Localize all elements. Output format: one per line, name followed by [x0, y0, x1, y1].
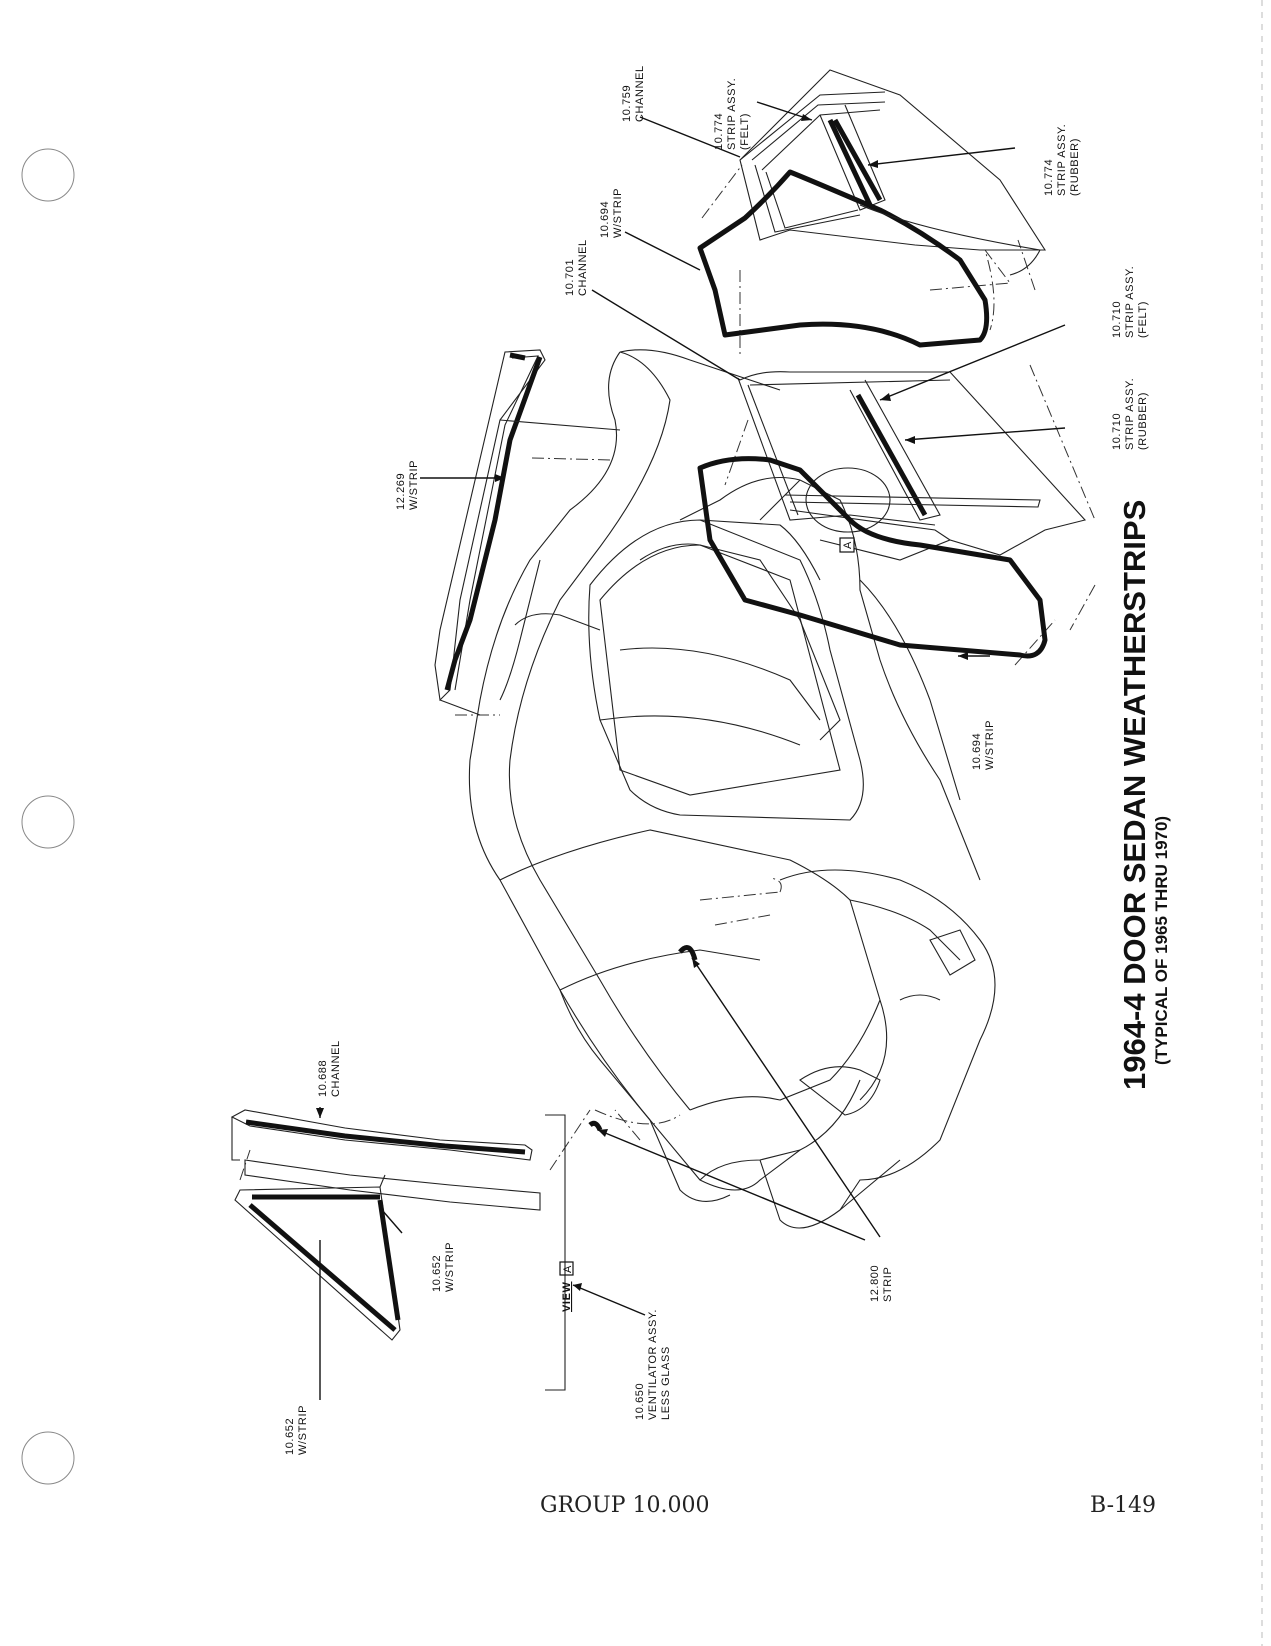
leader-lines	[319, 101, 1066, 1400]
callout-text: W/STRIP	[297, 1405, 309, 1455]
callout-10650-ventilator: 10.650 VENTILATOR ASSY. LESS GLASS	[634, 1309, 672, 1420]
title-main: 1964-4 DOOR SEDAN WEATHERSTRIPS	[1117, 500, 1152, 1090]
callout-text: STRIP ASSY.	[726, 78, 738, 150]
callout-text: STRIP ASSY.	[1056, 124, 1068, 196]
callout-text: (RUBBER)	[1137, 392, 1149, 450]
callout-text: VENTILATOR ASSY.	[647, 1309, 659, 1420]
callout-number: 10.694	[599, 201, 611, 238]
callout-text: (FELT)	[739, 113, 751, 150]
assembly-lines	[239, 164, 1096, 1181]
callout-text: STRIP	[882, 1267, 894, 1302]
callout-10652-left: 10.652 W/STRIP	[284, 1405, 309, 1455]
callout-10710-rubber: 10.710 STRIP ASSY. (RUBBER)	[1111, 378, 1149, 450]
footer-group: GROUP 10.000	[540, 1493, 710, 1518]
callout-number: 10.710	[1111, 413, 1123, 450]
svg-text:A: A	[562, 1265, 574, 1273]
callout-number: 10.701	[564, 259, 576, 296]
callout-text: (RUBBER)	[1069, 138, 1081, 196]
callout-number: 10.710	[1111, 301, 1123, 338]
callout-text: CHANNEL	[634, 65, 646, 122]
footer-page-number: B-149	[1090, 1493, 1156, 1518]
callout-text: W/STRIP	[984, 720, 996, 770]
callout-number: 10.652	[431, 1255, 443, 1292]
callout-10652-right: 10.652 W/STRIP	[431, 1242, 456, 1292]
callout-10774-rubber: 10.774 STRIP ASSY. (RUBBER)	[1043, 124, 1081, 196]
callout-10688-channel: 10.688 CHANNEL	[317, 1040, 342, 1097]
callout-number: 10.774	[713, 113, 725, 150]
rear-window-weatherstrip	[434, 349, 621, 716]
callout-text: CHANNEL	[330, 1040, 342, 1097]
callout-10694-lower: 10.694 W/STRIP	[971, 720, 996, 770]
callout-number: 12.800	[869, 1265, 881, 1302]
callout-10774-felt: 10.774 STRIP ASSY. (FELT)	[713, 78, 751, 150]
callout-text: W/STRIP	[444, 1242, 456, 1292]
callout-text: STRIP ASSY.	[1124, 266, 1136, 338]
callout-text: CHANNEL	[577, 239, 589, 296]
car-body	[468, 349, 996, 1229]
binder-holes	[21, 148, 75, 1485]
title-sub: (TYPICAL OF 1965 THRU 1970)	[1152, 816, 1171, 1065]
callout-text: W/STRIP	[612, 188, 624, 238]
callout-number: 12.269	[395, 473, 407, 510]
callout-number: 10.774	[1043, 159, 1055, 196]
callout-10694-upper: 10.694 W/STRIP	[599, 188, 624, 238]
callout-12269-wstrip: 12.269 W/STRIP	[395, 460, 420, 510]
svg-text:A: A	[842, 541, 854, 549]
diagram-title: 1964-4 DOOR SEDAN WEATHERSTRIPS (TYPICAL…	[1117, 500, 1171, 1090]
callout-text: LESS GLASS	[660, 1346, 672, 1420]
strip-12800-parts	[588, 945, 698, 1132]
rear-door	[697, 69, 1047, 348]
front-door	[697, 371, 1087, 659]
callout-text: W/STRIP	[408, 460, 420, 510]
callout-10710-felt: 10.710 STRIP ASSY. (FELT)	[1111, 266, 1149, 338]
view-a-detail	[230, 1109, 566, 1391]
callout-number: 10.759	[621, 85, 633, 122]
callout-number: 10.688	[317, 1060, 329, 1097]
callout-12800-strip: 12.800 STRIP	[869, 1265, 894, 1302]
callout-text: STRIP ASSY.	[1124, 378, 1136, 450]
callout-number: 10.650	[634, 1383, 646, 1420]
view-a-label: VIEW A	[559, 1261, 574, 1312]
callout-text: (FELT)	[1137, 301, 1149, 338]
detail-marker-a: A	[839, 537, 855, 553]
callout-number: 10.652	[284, 1418, 296, 1455]
svg-text:VIEW: VIEW	[561, 1281, 573, 1312]
callout-10759-channel: 10.759 CHANNEL	[621, 65, 646, 122]
callout-10701-channel: 10.701 CHANNEL	[564, 239, 589, 296]
callout-number: 10.694	[971, 733, 983, 770]
arrowheads	[316, 114, 968, 1291]
